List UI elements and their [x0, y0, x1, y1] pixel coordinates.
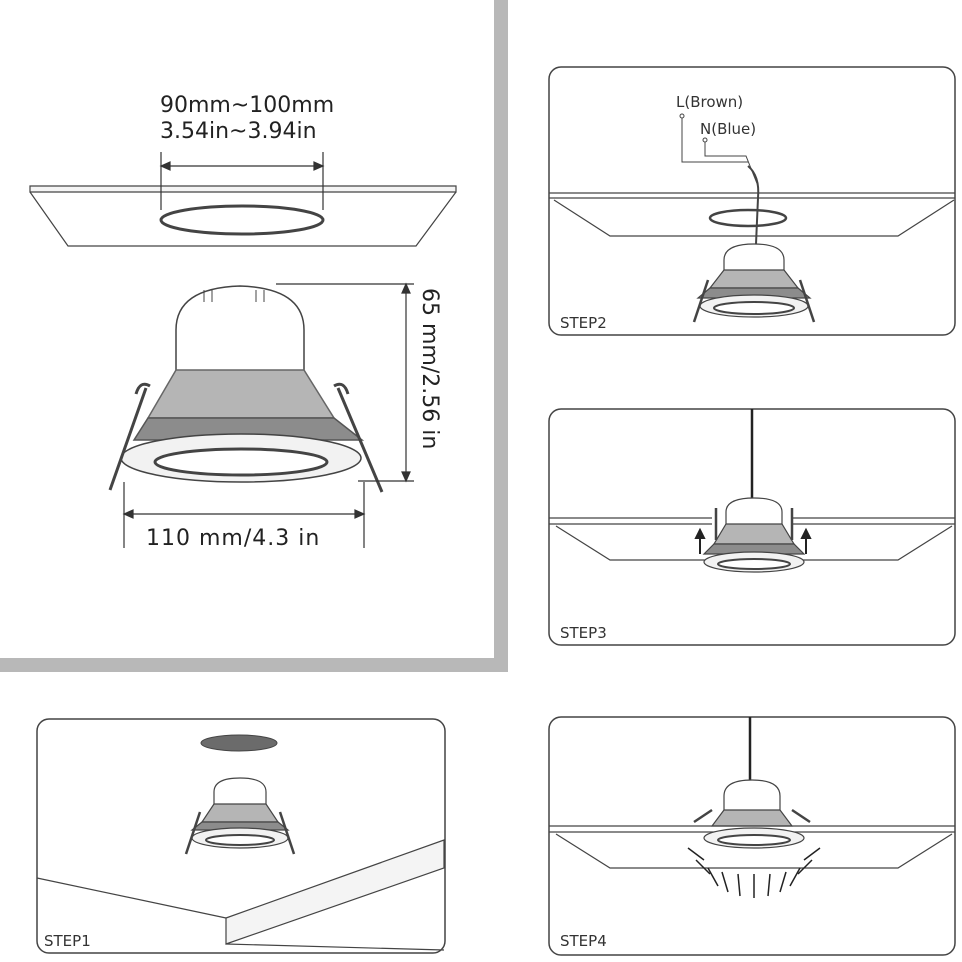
step3-label: STEP3 — [560, 624, 607, 642]
step3-push-arrows — [694, 527, 812, 554]
step2-panel: L(Brown) N(Blue) STEP2 — [548, 66, 956, 336]
live-wire-label: L(Brown) — [676, 93, 743, 111]
step1-label: STEP1 — [44, 932, 91, 950]
hole-size-in: 3.54in~3.94in — [160, 119, 317, 144]
step4-panel: STEP4 — [548, 716, 956, 956]
fixture-height-label: 65 mm/2.56 in — [417, 288, 442, 449]
step1-fixture — [184, 777, 296, 855]
ceiling-slab — [29, 185, 457, 247]
step1-svg: STEP1 — [36, 718, 446, 954]
downlight-fixture — [108, 285, 384, 493]
step2-wires — [679, 113, 760, 245]
width-dimension-line — [122, 482, 366, 548]
step1-cutout-disc — [200, 734, 278, 752]
step4-svg: STEP4 — [548, 716, 956, 956]
step2-fixture — [692, 243, 816, 323]
step2-label: STEP2 — [560, 314, 607, 332]
step2-svg: L(Brown) N(Blue) STEP2 — [548, 66, 956, 336]
step3-svg: STEP3 — [548, 408, 956, 646]
neutral-wire-label: N(Blue) — [700, 120, 756, 138]
frame-vertical-bar — [494, 0, 508, 672]
step3-panel: STEP3 — [548, 408, 956, 646]
step1-panel: STEP1 — [36, 718, 446, 954]
frame-horizontal-bar — [0, 658, 508, 672]
step4-trim — [703, 827, 805, 849]
fixture-width-label: 110 mm/4.3 in — [146, 526, 320, 551]
height-dimension-line — [276, 282, 414, 483]
step4-light-rays — [687, 847, 821, 898]
step1-room-lines — [36, 839, 445, 951]
step2-ceiling — [549, 192, 955, 237]
dimension-diagram: 90mm~100mm 3.54in~3.94in 65 — [0, 0, 494, 658]
step3-fixture — [702, 497, 806, 573]
hole-dimension-line — [159, 152, 325, 210]
hole-size-mm: 90mm~100mm — [160, 93, 334, 118]
step4-label: STEP4 — [560, 932, 607, 950]
step4-fixture-body — [693, 779, 811, 827]
dimension-svg: 90mm~100mm 3.54in~3.94in 65 — [29, 93, 457, 551]
